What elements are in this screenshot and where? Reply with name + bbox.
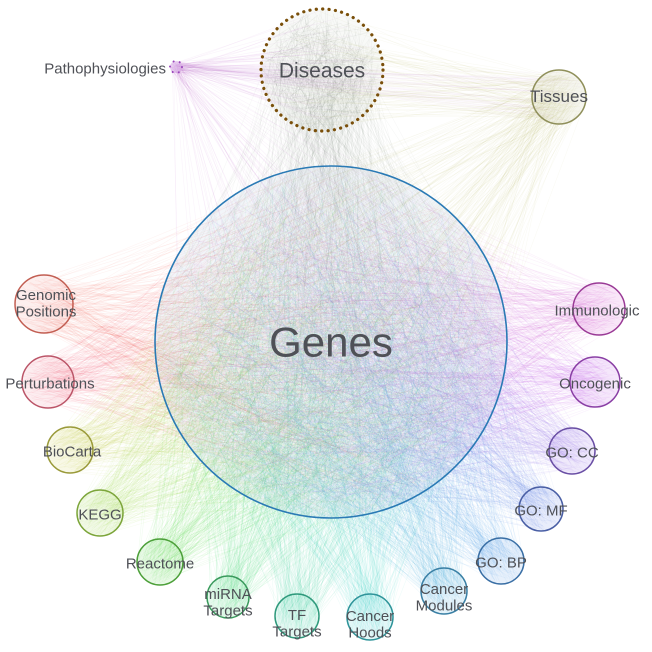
node-reactome[interactable] [136, 538, 184, 586]
node-kegg[interactable] [76, 489, 124, 537]
node-label-diseases: Diseases [279, 59, 365, 82]
node-go-bp[interactable] [477, 537, 525, 585]
node-label-oncogenic: Oncogenic [559, 375, 631, 392]
node-oncogenic[interactable] [569, 356, 621, 408]
node-go-cc[interactable] [548, 427, 596, 475]
node-label-go-bp: GO: BP [475, 554, 527, 571]
node-perturbations[interactable] [21, 355, 75, 409]
node-tf-targets[interactable] [274, 593, 320, 639]
node-cancer-hoods[interactable] [346, 593, 394, 641]
node-genomic-positions[interactable] [14, 274, 74, 334]
node-label-go-mf: GO: MF [514, 502, 567, 519]
nodes [14, 7, 626, 641]
node-label-go-cc: GO: CC [545, 444, 599, 461]
node-genes[interactable] [154, 165, 508, 519]
node-pathophysiologies[interactable] [169, 60, 183, 74]
node-label-reactome: Reactome [126, 555, 194, 572]
node-label-genes: Genes [269, 319, 393, 366]
node-tissues[interactable] [531, 69, 587, 125]
node-immunologic[interactable] [572, 282, 626, 336]
node-label-kegg: KEGG [78, 506, 121, 523]
node-diseases[interactable] [259, 7, 385, 133]
node-label-immunologic: Immunologic [554, 302, 640, 319]
node-label-perturbations: Perturbations [5, 375, 94, 392]
node-mirna-targets[interactable] [206, 575, 250, 619]
node-biocarta[interactable] [46, 426, 94, 474]
node-label-tissues: Tissues [530, 87, 588, 106]
node-labels: Genes Diseases PathophysiologiesTissuesGen… [5, 59, 640, 641]
node-label-biocarta: BioCarta [43, 443, 102, 460]
node-go-mf[interactable] [518, 486, 564, 532]
node-label-pathophysiologies: Pathophysiologies [44, 60, 166, 77]
node-cancer-modules[interactable] [420, 567, 468, 615]
edge-fans [15, 9, 625, 639]
